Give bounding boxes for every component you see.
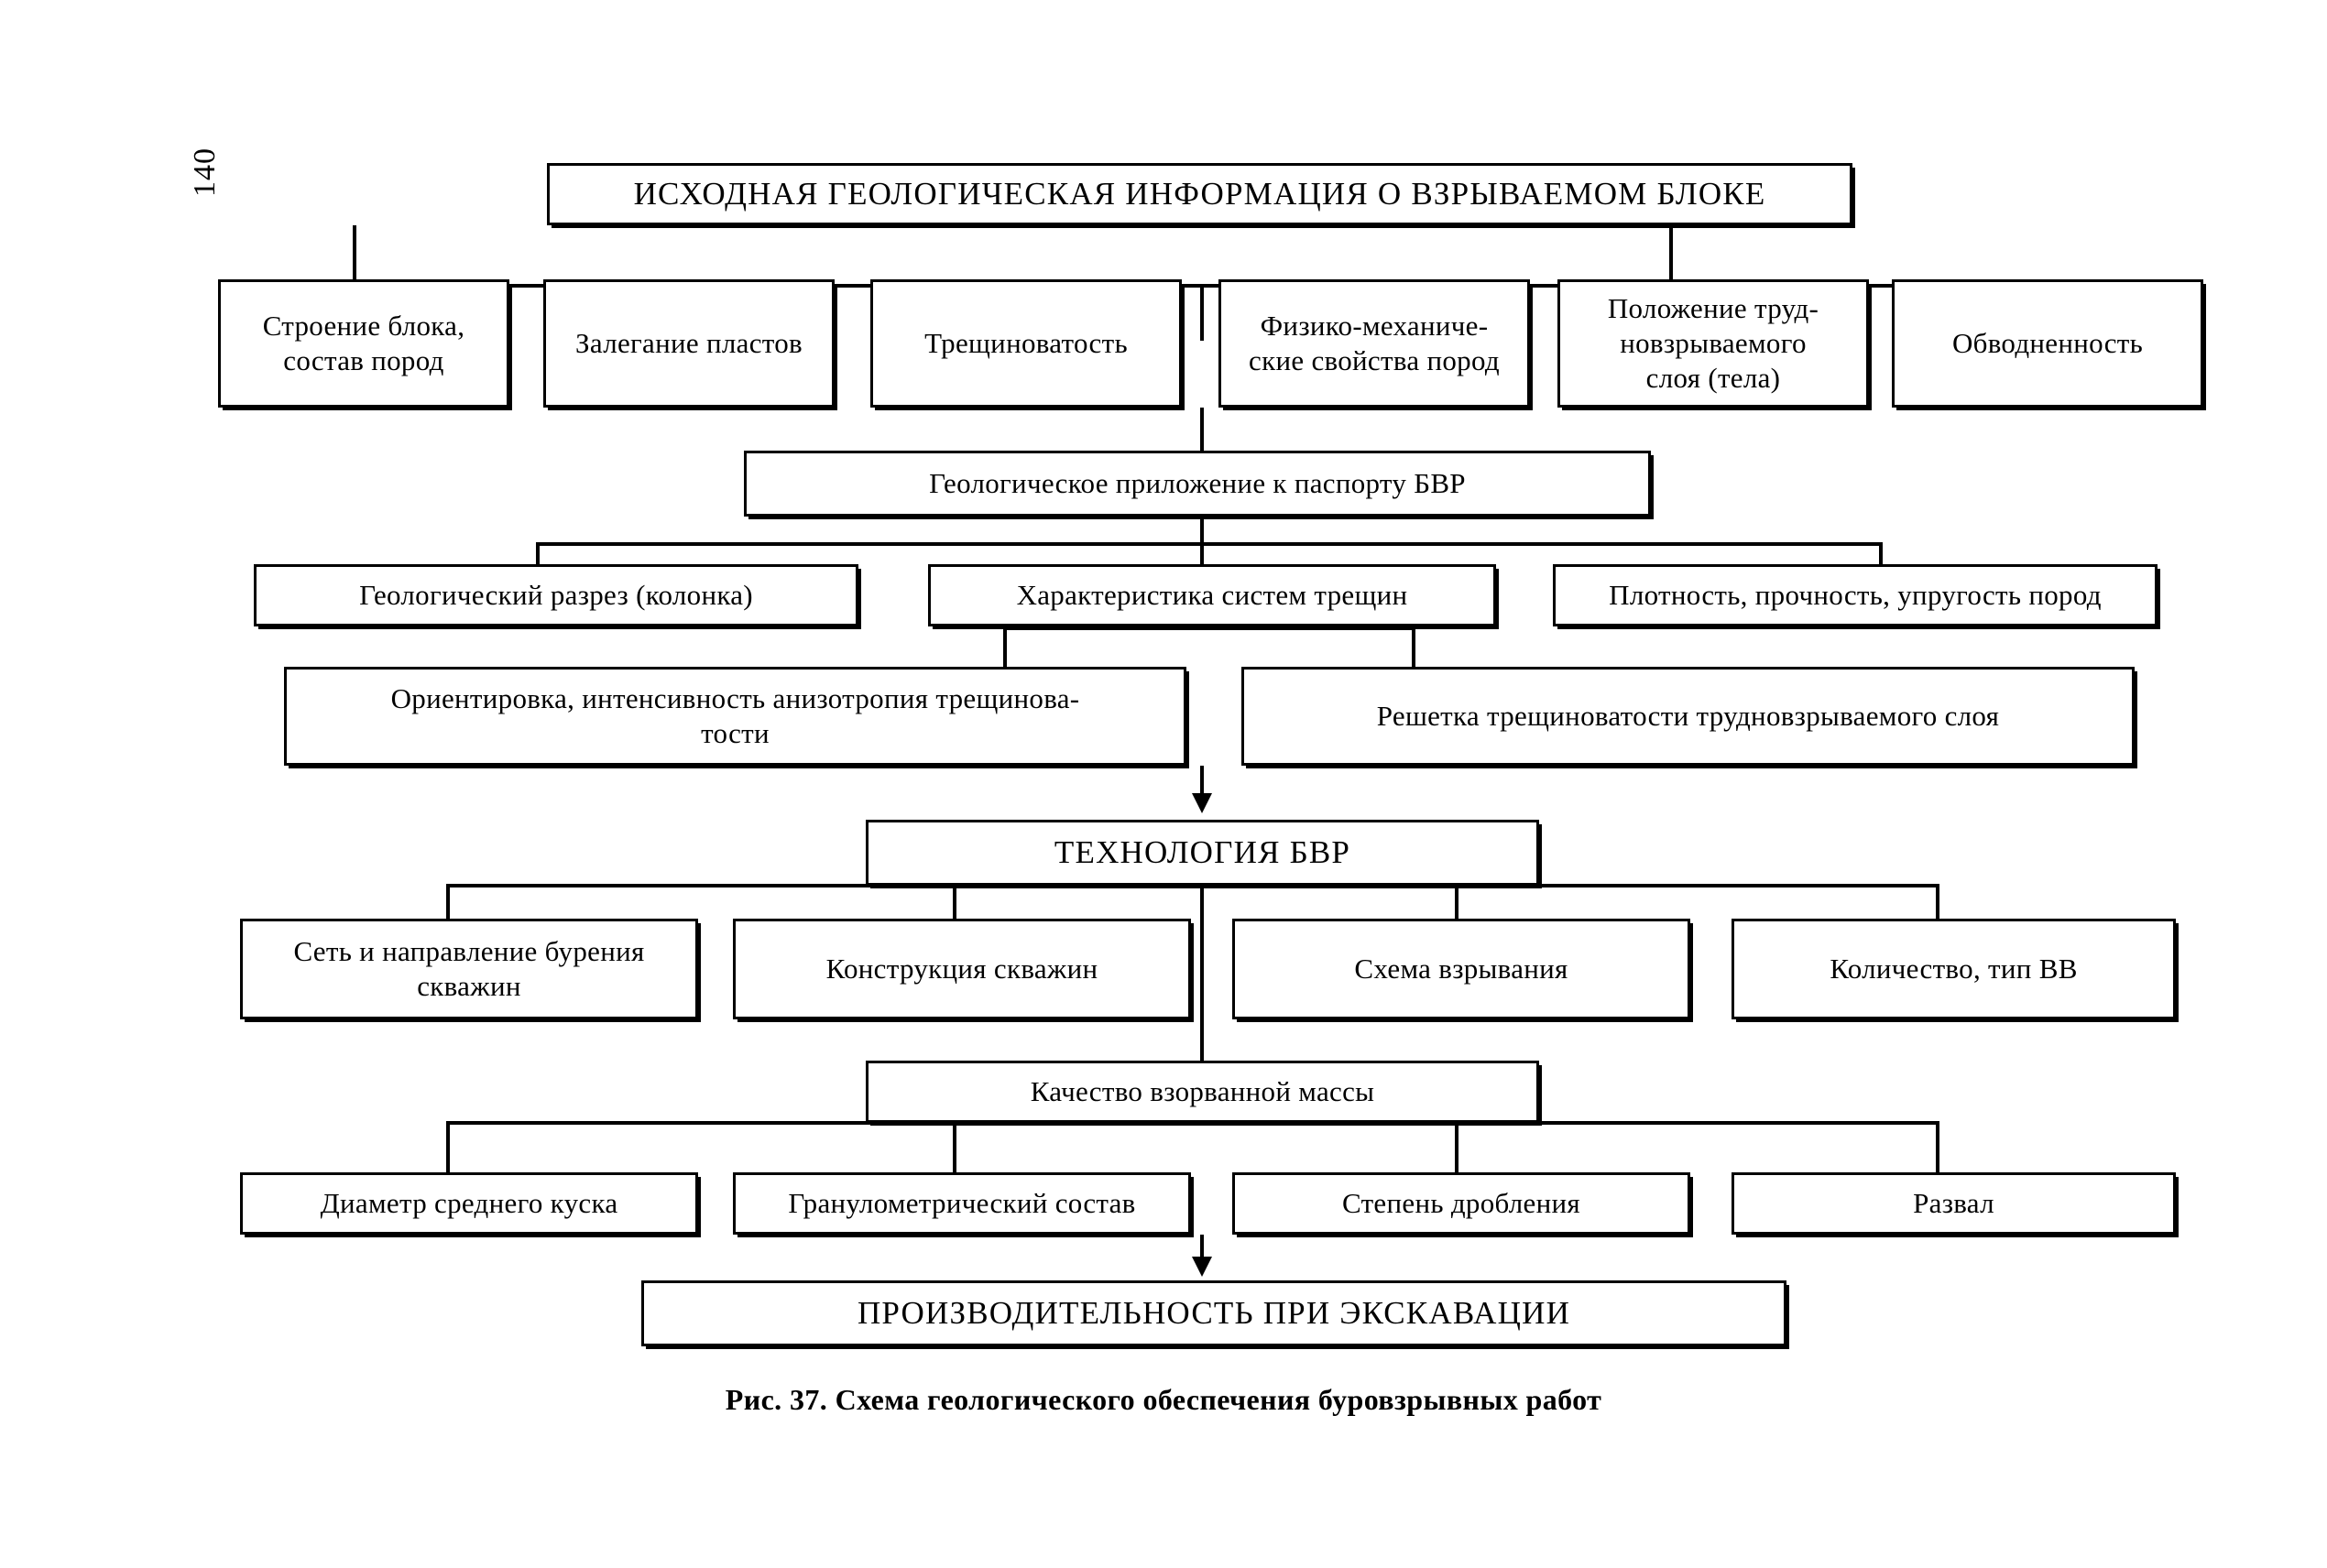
node-geologicheskoe-prilozhenie: Геологическое приложение к паспорту БВР bbox=[744, 451, 1651, 517]
node-treshchinovatost: Трещиноватость bbox=[870, 279, 1182, 408]
connector-bus-level7 bbox=[446, 884, 1939, 887]
node-label: Конструкция скважин bbox=[825, 953, 1098, 985]
node-label: ПРОИЗВОДИТЕЛЬНОСТЬ ПРИ ЭКСКАВАЦИИ bbox=[857, 1294, 1571, 1331]
connector-drop-n21 bbox=[1455, 1121, 1458, 1174]
connector-technology-to-quality bbox=[1200, 884, 1204, 1094]
node-label: Геологический разрез (колонка) bbox=[359, 579, 753, 612]
node-label: ТЕХНОЛОГИЯ БВР bbox=[1054, 833, 1351, 870]
node-polozhenie-sloya: Положение труд- новзрываемого слоя (тела… bbox=[1557, 279, 1869, 408]
connector-drop-n16 bbox=[1455, 884, 1458, 922]
node-stepen-drobleniya: Степень дробления bbox=[1232, 1172, 1690, 1235]
connector-drop-n10 bbox=[1879, 542, 1883, 568]
arrow-down-icon-output bbox=[1192, 1257, 1212, 1277]
connector-bus-level2 bbox=[353, 284, 2039, 288]
node-tehnologiya-bvr: ТЕХНОЛОГИЯ БВР bbox=[866, 820, 1539, 886]
connector-drop-n4 bbox=[1200, 284, 1204, 341]
node-granulometricheskiy-sostav: Гранулометрический состав bbox=[733, 1172, 1191, 1235]
connector-n4-to-appendix bbox=[1200, 408, 1204, 453]
node-konstrukciya-skvazhin: Конструкция скважин bbox=[733, 919, 1191, 1019]
node-label: Диаметр среднего куска bbox=[320, 1187, 618, 1220]
connector-drop-n11 bbox=[1003, 626, 1007, 670]
node-root-label: ИСХОДНАЯ ГЕОЛОГИЧЕСКАЯ ИНФОРМАЦИЯ О ВЗРЫ… bbox=[633, 175, 1766, 212]
connector-drop-n17 bbox=[1936, 884, 1939, 922]
page-folio-number: 140 bbox=[188, 147, 222, 197]
node-label: Залегание пластов bbox=[575, 327, 803, 360]
connector-drop-n22 bbox=[1936, 1121, 1939, 1174]
node-label: Степень дробления bbox=[1342, 1187, 1580, 1220]
connector-drop-n9 bbox=[1200, 542, 1204, 568]
node-plotnost-prochnost-uprugost: Плотность, прочность, упругость пород bbox=[1553, 564, 2158, 626]
node-label: Качество взорванной массы bbox=[1030, 1075, 1375, 1108]
node-diametr-srednego-kuska: Диаметр среднего куска bbox=[240, 1172, 698, 1235]
connector-drop-n20 bbox=[953, 1121, 956, 1174]
node-zaleganie-plastov: Залегание пластов bbox=[543, 279, 835, 408]
node-label: Количество, тип ВВ bbox=[1830, 953, 2078, 985]
connector-to-technology bbox=[1200, 766, 1204, 804]
figure-caption: Рис. 37. Схема геологического обеспечени… bbox=[725, 1383, 1602, 1416]
arrow-down-icon-technology bbox=[1192, 793, 1212, 813]
connector-appendix-stem bbox=[1200, 517, 1204, 544]
connector-bus-level4 bbox=[536, 542, 1883, 546]
node-label: Гранулометрический состав bbox=[788, 1187, 1136, 1220]
node-reshetka-treshchinovatosti: Решетка трещиноватости трудновзрываемого… bbox=[1241, 667, 2135, 766]
node-label: Обводненность bbox=[1951, 327, 2144, 360]
node-kachestvo-vzorvannoy-massy: Качество взорванной массы bbox=[866, 1061, 1539, 1123]
node-fiziko-mehanicheskie-svoystva: Физико-механиче- ские свойства пород bbox=[1218, 279, 1530, 408]
node-label: Геологическое приложение к паспорту БВР bbox=[929, 467, 1466, 500]
node-label: Строение блока, состав пород bbox=[262, 310, 465, 376]
connector-drop-n15 bbox=[953, 884, 956, 922]
connector-bus-level9 bbox=[446, 1121, 1939, 1125]
node-set-i-napravlenie-bureniya: Сеть и направление бурения скважин bbox=[240, 919, 698, 1019]
node-label: Развал bbox=[1913, 1187, 1994, 1220]
node-stroenie-bloka: Строение блока, состав пород bbox=[218, 279, 509, 408]
connector-drop-n8 bbox=[536, 542, 540, 568]
connector-to-output bbox=[1200, 1235, 1204, 1269]
node-label: Физико-механиче- ские свойства пород bbox=[1249, 310, 1500, 376]
node-orientirovka-intensivnost: Ориентировка, интенсивность анизотропия … bbox=[284, 667, 1186, 766]
connector-bus-level5 bbox=[1003, 626, 1415, 630]
connector-drop-n12 bbox=[1412, 626, 1415, 670]
node-proizvoditelnost-pri-ekskavacii: ПРОИЗВОДИТЕЛЬНОСТЬ ПРИ ЭКСКАВАЦИИ bbox=[641, 1280, 1786, 1346]
node-obvodnennost: Обводненность bbox=[1892, 279, 2203, 408]
node-label: Положение труд- новзрываемого слоя (тела… bbox=[1607, 292, 1819, 394]
node-root: ИСХОДНАЯ ГЕОЛОГИЧЕСКАЯ ИНФОРМАЦИЯ О ВЗРЫ… bbox=[547, 163, 1852, 225]
node-label: Трещиноватость bbox=[924, 327, 1128, 360]
node-label: Ориентировка, интенсивность анизотропия … bbox=[390, 682, 1080, 749]
node-label: Характеристика систем трещин bbox=[1016, 579, 1408, 612]
connector-drop-n14 bbox=[446, 884, 450, 922]
node-geologicheskiy-razrez: Геологический разрез (колонка) bbox=[254, 564, 858, 626]
connector-drop-n19 bbox=[446, 1121, 450, 1174]
node-shema-vzryvaniya: Схема взрывания bbox=[1232, 919, 1690, 1019]
node-harakteristika-sistem-treshchin: Характеристика систем трещин bbox=[928, 564, 1496, 626]
node-razval: Развал bbox=[1732, 1172, 2176, 1235]
node-label: Решетка трещиноватости трудновзрываемого… bbox=[1376, 700, 2000, 733]
connector-root-stem-right bbox=[1669, 225, 1673, 288]
node-label: Схема взрывания bbox=[1354, 953, 1568, 985]
node-kolichestvo-tip-vv: Количество, тип ВВ bbox=[1732, 919, 2176, 1019]
connector-root-stem-left bbox=[353, 225, 356, 288]
node-label: Плотность, прочность, упругость пород bbox=[1609, 579, 2102, 612]
node-label: Сеть и направление бурения скважин bbox=[293, 935, 645, 1002]
